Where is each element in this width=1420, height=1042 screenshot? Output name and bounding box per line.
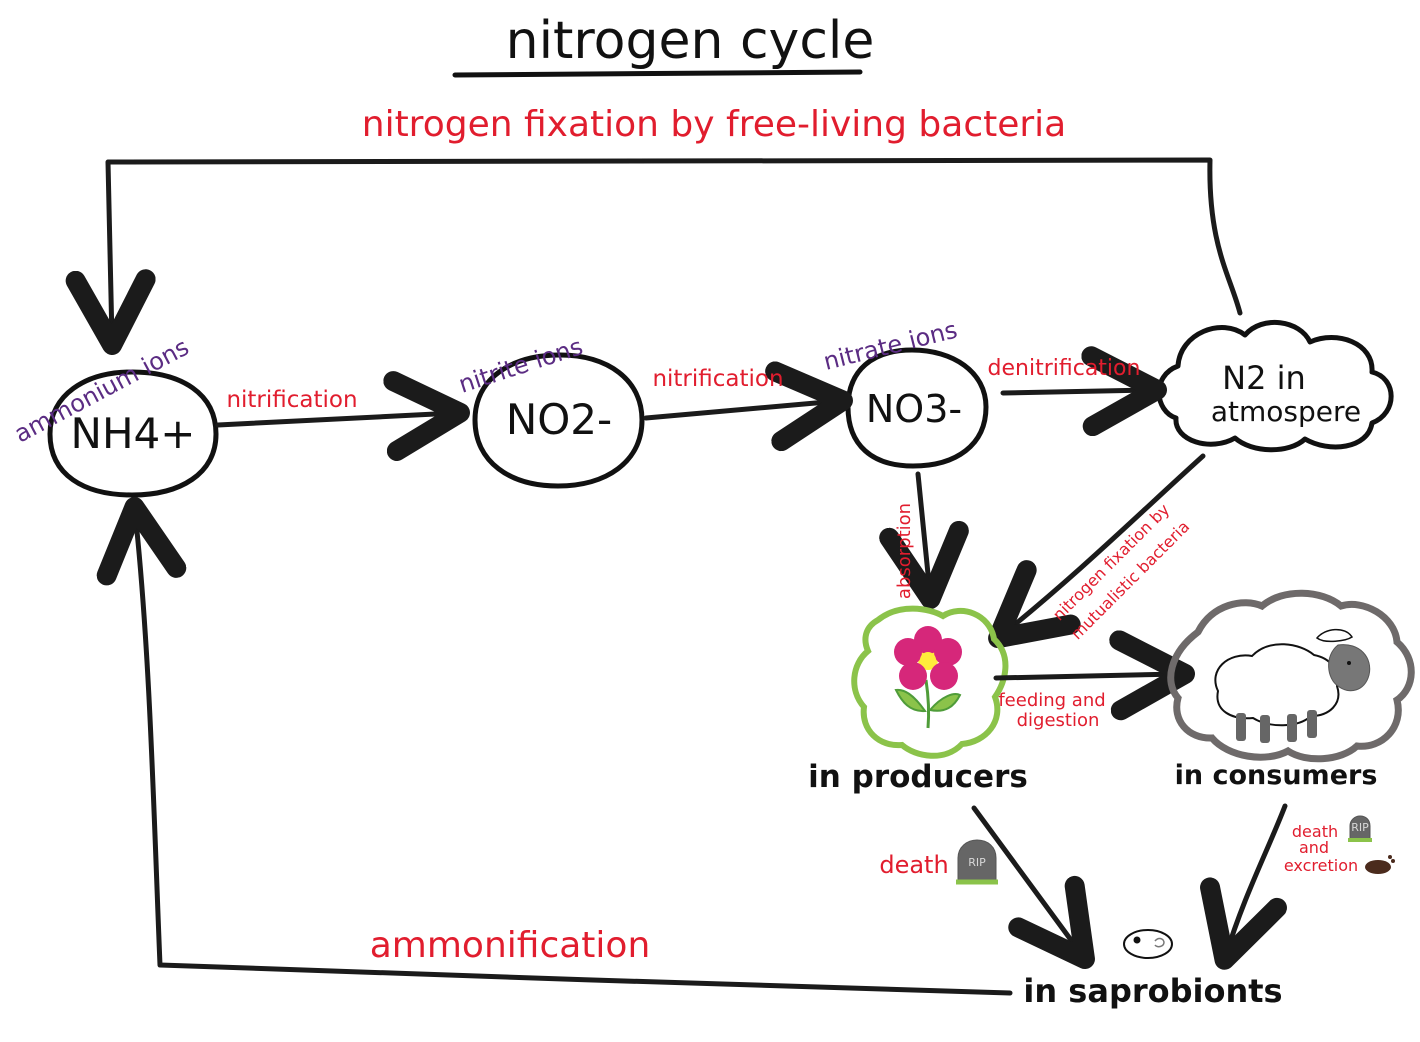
flower-icon [894,626,962,729]
denitrification-label: denitrification [988,356,1141,381]
gravestone-icon: RIP [956,839,998,885]
atmosphere-cloud [1156,319,1394,453]
no2-ions-label: nitrite ions [455,332,586,398]
death-excretion-label-2: and [1299,838,1329,857]
nh4-node-circle [47,369,219,498]
nitrification-label-1: nitrification [226,387,357,413]
death-label: death [879,851,948,879]
no2-node-circle [472,352,645,489]
nitrification-label-2: nitrification [652,366,783,392]
producer-bush [851,605,1009,759]
no3-formula: NO3- [866,387,962,431]
saprobionts-label: in saprobionts [1023,972,1282,1010]
absorption-label: absorption [894,503,915,599]
arrow-saprobionts-to-nh4 [96,497,1013,996]
arrow-nh4-to-no2 [215,371,470,461]
ammonification-label: ammonification [370,925,651,966]
producers-label: in producers [808,759,1028,795]
arrow-producers-to-consumers [993,630,1195,721]
no3-node-circle [845,347,989,469]
excretion-icon [1365,855,1395,874]
feeding-label-1: feeding and [998,690,1105,711]
death-excretion-label-3: excretion [1284,856,1358,875]
small-gravestone-rip-text: RIP [1351,821,1369,834]
nh4-formula: NH4+ [71,409,196,458]
atmosphere-line2: atmospere [1211,395,1361,428]
gravestone-rip-text: RIP [968,856,986,869]
title-underline [452,69,863,78]
death-excretion-label-1: death [1292,822,1338,841]
arrow-consumers-to-saprobionts [1200,803,1288,970]
atmosphere-line1: N2 in [1222,359,1306,397]
sheep-icon [1214,628,1371,743]
diagram-title: nitrogen cycle [506,11,875,71]
arrow-no3-to-atmosphere [1000,346,1167,437]
no2-formula: NO2- [506,395,612,444]
no3-ions-label: nitrate ions [821,316,960,376]
arrow-producers-to-saprobionts [971,805,1095,970]
feeding-label-2: digestion [1017,710,1100,731]
consumers-label: in consumers [1175,760,1378,791]
free-living-fixation-arrow [65,157,1243,355]
small-gravestone-icon: RIP [1348,815,1372,842]
consumer-wool-cloud [1167,589,1415,763]
arrow-no2-to-no3 [643,361,853,452]
arrow-no3-to-producers [879,471,969,609]
saprobiont-icon [1123,929,1173,959]
arrow-atmosphere-to-producers [988,453,1206,649]
free-living-fixation-label: nitrogen fixation by free-living bacteri… [362,104,1067,145]
